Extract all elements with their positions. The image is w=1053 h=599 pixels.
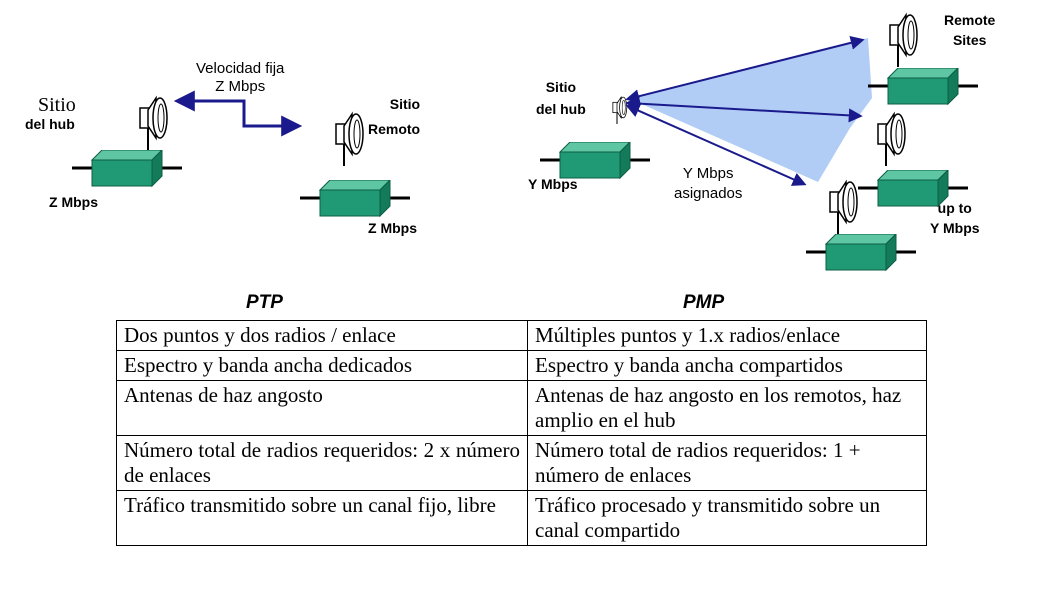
ptp-remote-speed: Z Mbps: [368, 220, 417, 236]
ptp-cell: Dos puntos y dos radios / enlace: [116, 320, 528, 351]
ptp-hub-antenna: [139, 97, 168, 150]
pmp-heading: PMP: [683, 292, 725, 313]
table-row: Dos puntos y dos radios / enlace Múltipl…: [116, 320, 927, 351]
pmp-remote-antenna-1: [889, 14, 918, 67]
ptp-hub-device: [72, 150, 182, 188]
table-row: Espectro y banda ancha dedicados Espectr…: [116, 350, 927, 381]
ptp-hub-speed: Z Mbps: [49, 194, 98, 210]
pmp-cell: Tráfico procesado y transmitido sobre un…: [527, 490, 927, 546]
ptp-cell: Número total de radios requeridos: 2 x n…: [116, 435, 528, 491]
table-row: Número total de radios requeridos: 2 x n…: [116, 435, 927, 491]
ptp-remote-device: [300, 180, 410, 218]
table-row: Tráfico transmitido sobre un canal fijo,…: [116, 490, 927, 546]
pmp-remote-device-3: [806, 234, 916, 272]
ptp-cell: Antenas de haz angosto: [116, 380, 528, 436]
ptp-cell: Espectro y banda ancha dedicados: [116, 350, 528, 381]
ptp-velocity-label: Velocidad fija Z Mbps: [196, 60, 285, 95]
ptp-hub-label-line1: Sitio: [38, 94, 76, 116]
pmp-cell: Múltiples puntos y 1.x radios/enlace: [527, 320, 927, 351]
table-row: Antenas de haz angosto Antenas de haz an…: [116, 380, 927, 436]
pmp-cell: Espectro y banda ancha compartidos: [527, 350, 927, 381]
pmp-hub-antenna: [612, 96, 628, 124]
ptp-link-arrow: [173, 90, 303, 137]
pmp-remote-antenna-2: [877, 113, 906, 166]
pmp-hub-label: Sitio del hub: [536, 79, 586, 117]
pmp-remote-device-1: [868, 68, 978, 106]
ptp-remote-label: Sitio Remoto: [368, 96, 421, 137]
pmp-remote-sites-label: Remote Sites: [944, 12, 996, 48]
ptp-hub-label-line2: del hub: [25, 116, 75, 132]
pmp-hub-device: [540, 142, 650, 180]
ptp-cell: Tráfico transmitido sobre un canal fijo,…: [116, 490, 528, 546]
pmp-remote-antenna-3: [829, 181, 858, 234]
network-diagram: [72, 14, 978, 272]
ptp-remote-antenna: [335, 113, 364, 166]
pmp-cell: Antenas de haz angosto en los remotos, h…: [527, 380, 927, 436]
comparison-table: Dos puntos y dos radios / enlace Múltipl…: [116, 320, 927, 546]
pmp-assigned-label: Y Mbps asignados: [674, 165, 743, 202]
pmp-upto-label: up to Y Mbps: [930, 200, 980, 236]
ptp-heading: PTP: [246, 292, 283, 313]
pmp-cell: Número total de radios requeridos: 1 + n…: [527, 435, 927, 491]
pmp-link-arrow-bottom: [625, 104, 807, 186]
pmp-hub-speed: Y Mbps: [528, 176, 578, 192]
pmp-link-arrow-top: [625, 35, 865, 104]
